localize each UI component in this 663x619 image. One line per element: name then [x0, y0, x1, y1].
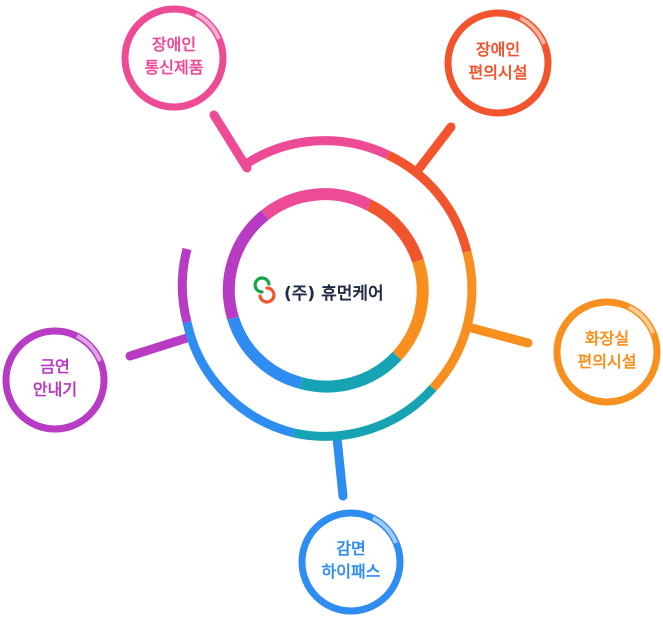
node-restroom-line1: 화장실 [585, 329, 629, 348]
connector-telecom [209, 110, 252, 173]
outer-ring-purple [177, 247, 192, 324]
outer-ring [177, 136, 477, 441]
connector-facility [413, 122, 456, 175]
node-smoking-line2: 안내기 [33, 380, 77, 399]
node-restroom-line2: 편의시설 [578, 352, 637, 371]
outer-ring-red [386, 150, 472, 254]
connector-hipass [332, 433, 348, 501]
connectors [125, 110, 533, 501]
node-facility-line1: 장애인 [476, 40, 520, 59]
node-telecom: 장애인 통신제품 [121, 5, 227, 111]
node-facility-line2: 편의시설 [469, 63, 528, 82]
inner-ring-teal [299, 351, 402, 393]
node-smoking: 금연 안내기 [2, 327, 108, 433]
company-name: (주) 휴먼케어 [284, 283, 384, 304]
inner-ring-red [366, 199, 424, 264]
node-facility: 장애인 편의시설 [444, 9, 552, 117]
node-smoking-line1: 금연 [40, 357, 69, 376]
connector-restroom [463, 322, 533, 348]
inner-ring [222, 188, 429, 393]
center-logo: (주) 휴먼케어 [253, 276, 384, 304]
node-telecom-line2: 통신제품 [145, 58, 204, 77]
outer-ring-pink [240, 136, 390, 170]
node-telecom-line1: 장애인 [152, 35, 196, 54]
outer-ring-teal [293, 384, 437, 441]
humancare-logo-icon [253, 276, 276, 304]
outer-ring-blue [182, 321, 296, 438]
connector-smoking [125, 332, 195, 361]
node-restroom: 화장실 편의시설 [553, 298, 661, 406]
inner-ring-pink [261, 188, 372, 220]
node-hipass-line1: 감면 [336, 539, 365, 558]
node-hipass-line2: 하이패스 [322, 562, 381, 581]
inner-ring-purple [222, 210, 269, 320]
outer-ring-orange [429, 250, 477, 392]
inner-ring-blue [227, 316, 303, 389]
node-hipass: 감면 하이패스 [298, 509, 404, 615]
inner-ring-orange [392, 259, 429, 361]
